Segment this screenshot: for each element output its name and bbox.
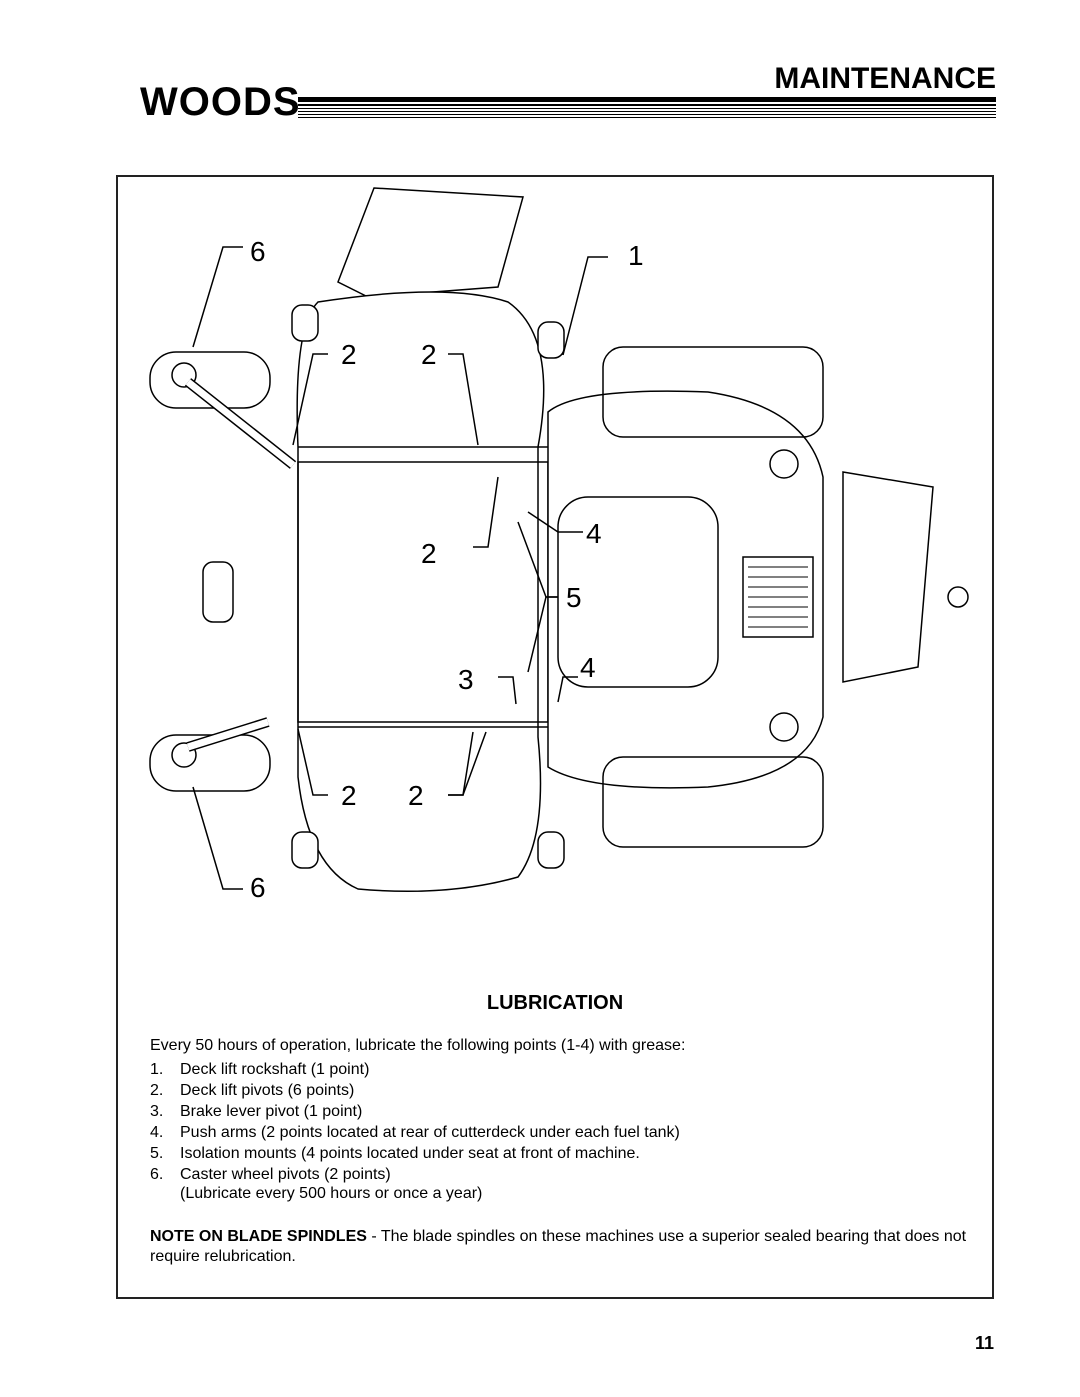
spindle-note: NOTE ON BLADE SPINDLES - The blade spind…: [150, 1227, 980, 1267]
list-item: 3.Brake lever pivot (1 point): [150, 1103, 363, 1120]
lubrication-heading: LUBRICATION: [486, 992, 624, 1014]
list-item-sub: (Lubricate every 500 hours or once a yea…: [180, 1185, 483, 1202]
callout-5: 5: [566, 582, 582, 613]
callout-4-b: 4: [580, 652, 596, 683]
list-item: 1.Deck lift rockshaft (1 point): [150, 1061, 370, 1078]
fuel-tank: [602, 346, 824, 438]
callout-2-e: 2: [408, 780, 424, 811]
note-label: NOTE ON BLADE SPINDLES: [150, 1228, 367, 1245]
callout-2-c: 2: [421, 538, 437, 569]
page-number: 11: [974, 1333, 994, 1353]
lubrication-diagram: 6 1 2 2 2 4 5 3 4 2 2 6: [149, 187, 969, 903]
caster-wheel-bottom: [149, 717, 271, 792]
rear-bumper: [842, 471, 934, 683]
list-item: 4.Push arms (2 points located at rear of…: [150, 1124, 680, 1141]
gauge-wheel: [202, 561, 234, 623]
header-rule: [298, 97, 996, 121]
list-item: 2.Deck lift pivots (6 points): [150, 1082, 355, 1099]
content-frame: 6 1 2 2 2 4 5 3 4 2 2 6 LUBRICATION Ever…: [116, 175, 994, 1299]
note-text: - The blade spindles on these machines u…: [150, 1228, 967, 1265]
discharge-chute: [337, 187, 524, 298]
list-item: 6.Caster wheel pivots (2 points): [150, 1166, 391, 1183]
list-item: 5.Isolation mounts (4 points located und…: [150, 1145, 640, 1162]
caster-wheel-top: [149, 351, 297, 469]
section-title: MAINTENANCE: [774, 62, 996, 95]
callout-6-top: 6: [250, 236, 266, 267]
callout-2-a: 2: [341, 339, 357, 370]
callout-6-bottom: 6: [250, 872, 266, 903]
callout-2-d: 2: [341, 780, 357, 811]
seat: [557, 496, 719, 688]
lubrication-list: 1.Deck lift rockshaft (1 point) 2.Deck l…: [150, 1059, 680, 1185]
lubrication-intro: Every 50 hours of operation, lubricate t…: [150, 1037, 686, 1054]
brand-logo: WOODS: [140, 80, 301, 124]
callout-4-a: 4: [586, 518, 602, 549]
callout-3: 3: [458, 664, 474, 695]
callout-2-b: 2: [421, 339, 437, 370]
callout-1: 1: [628, 240, 644, 271]
